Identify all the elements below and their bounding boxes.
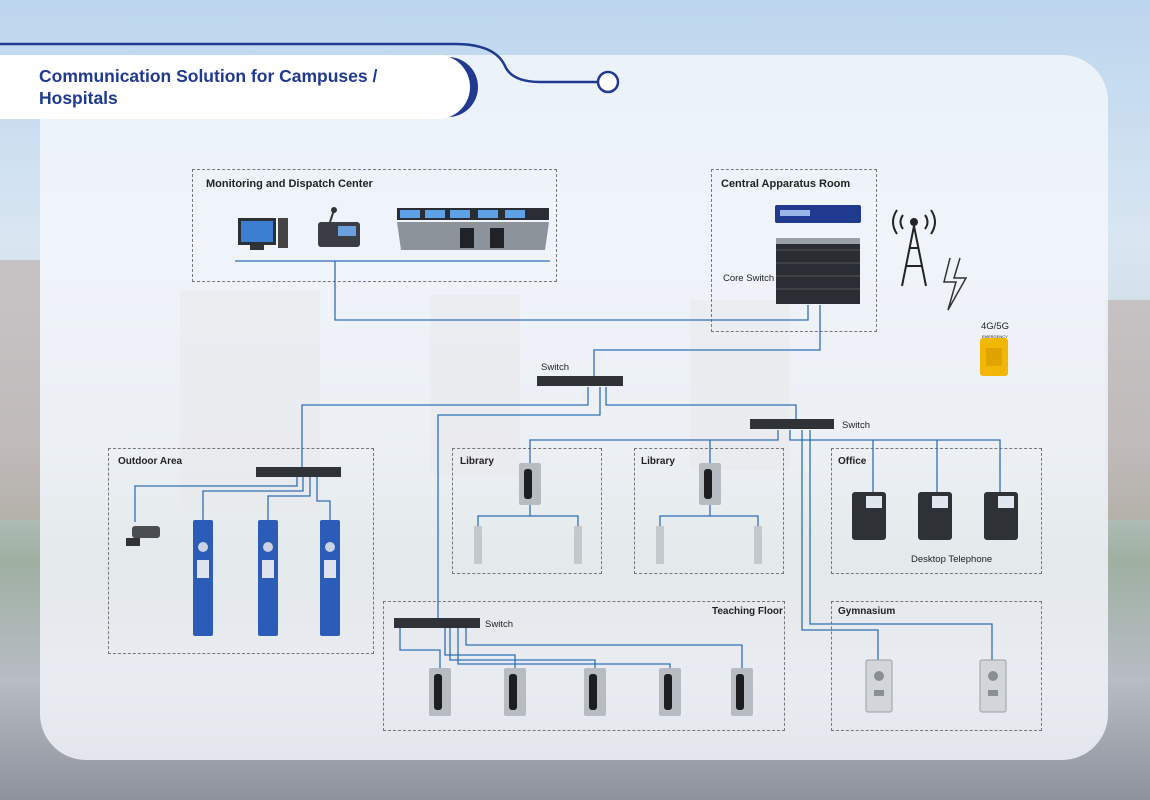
cell-tower-icon	[892, 209, 936, 287]
zone-outdoor	[108, 448, 374, 654]
core-switch-label: Core Switch	[723, 273, 775, 284]
zone-teaching-label: Teaching Floor	[712, 606, 783, 617]
zone-library-2-label: Library	[641, 456, 675, 467]
dispatch-console-icon	[397, 208, 549, 250]
core-switch-icon	[776, 238, 860, 304]
zone-teaching	[383, 601, 785, 731]
network-switch-icon	[256, 376, 834, 628]
zone-library-1	[452, 448, 602, 574]
switch-right-label: Switch	[842, 420, 870, 431]
computer-icon	[238, 218, 288, 250]
title-banner	[0, 55, 470, 119]
zone-gym-label: Gymnasium	[838, 606, 896, 617]
desk-phone-icon	[318, 207, 360, 247]
zone-monitoring	[192, 169, 557, 282]
emergency-pillar-icon	[193, 520, 340, 636]
zone-outdoor-label: Outdoor Area	[118, 456, 183, 467]
zone-central	[711, 169, 877, 332]
lightning-icon	[943, 257, 968, 311]
cctv-camera-icon	[126, 526, 160, 546]
intercom-icon	[865, 659, 1007, 713]
diagram-panel	[40, 55, 1108, 760]
zone-library-1-label: Library	[460, 456, 494, 467]
zone-library-2	[634, 448, 784, 574]
zone-central-label: Central Apparatus Room	[721, 178, 851, 190]
server-icon	[775, 205, 861, 223]
zone-monitoring-label: Monitoring and Dispatch Center	[206, 178, 373, 190]
emergency-phone-icon	[980, 338, 1008, 376]
speaker-icon	[474, 526, 762, 564]
wall-phone-icon	[519, 463, 721, 505]
emergency-label: EMERGENCY	[982, 334, 1008, 339]
desk-phone-icon	[852, 492, 1018, 540]
zone-gym	[831, 601, 1042, 731]
connection-lines	[134, 260, 1001, 668]
desktop-telephone-label: Desktop Telephone	[911, 554, 993, 565]
network-label: 4G/5G	[981, 321, 1009, 332]
zone-office-label: Office	[838, 456, 867, 467]
page-title: Communication Solution for Campuses / Ho…	[39, 66, 378, 108]
switch-teaching-label: Switch	[485, 619, 513, 630]
wall-phone-icon	[429, 668, 753, 716]
switch-main-label: Switch	[541, 362, 569, 373]
